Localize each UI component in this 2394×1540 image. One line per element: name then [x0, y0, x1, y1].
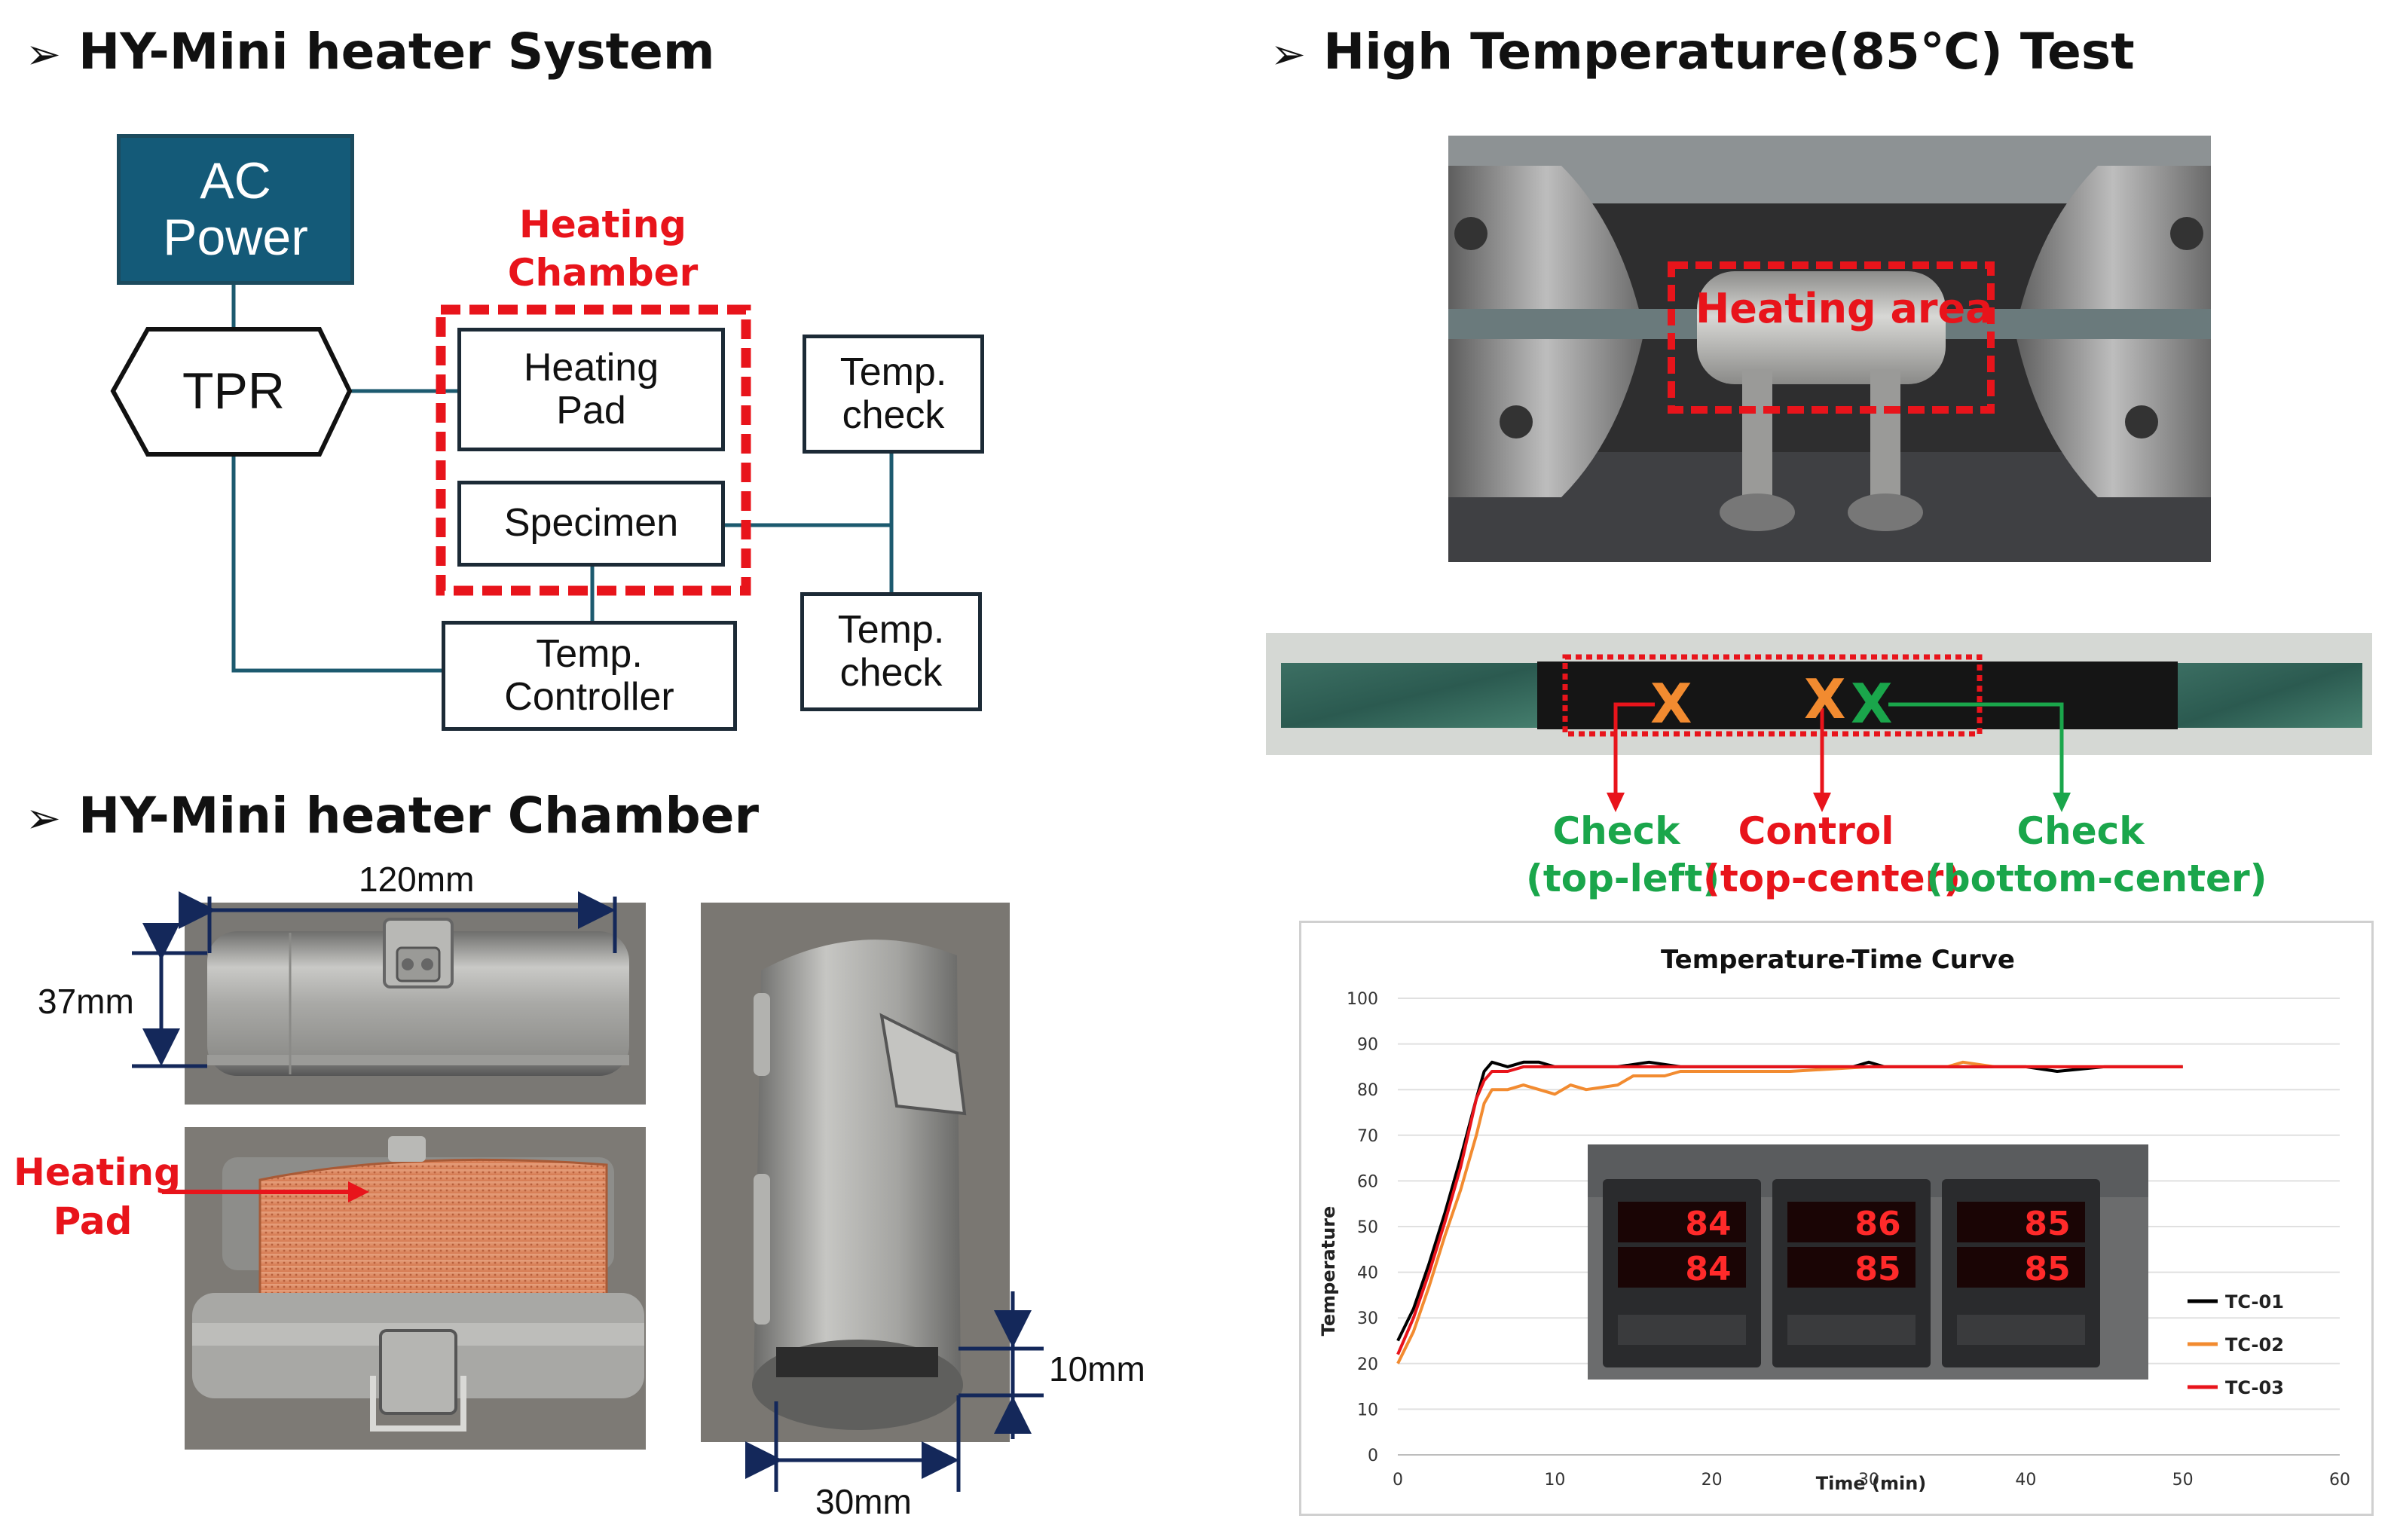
marker-arrows	[1607, 702, 2071, 812]
specimen-heating-zone-outline	[1562, 654, 1983, 737]
label-check-top-left: Check (top-left)	[1526, 809, 1720, 900]
test-heading: ➢High Temperature(85℃) Test	[1270, 23, 2135, 81]
arrow-check-top-left	[1613, 702, 1655, 799]
test-fixture-photo	[1448, 136, 2211, 562]
y-tick-0: 0	[1368, 1447, 1378, 1465]
controller-1-pv: 84	[1685, 1205, 1731, 1243]
controller-2-sv: 85	[1854, 1250, 1900, 1288]
arrow-bullet-icon: ➢	[26, 30, 61, 79]
heating-area-label: Heating area	[1695, 285, 1993, 332]
chart-y-label: Temperature	[1318, 1206, 1339, 1337]
chamber-open-photo	[185, 1127, 646, 1450]
controller-1-sv: 84	[1685, 1250, 1731, 1288]
x-tick-30: 30	[1858, 1471, 1879, 1490]
chart-ticks: 0 10 20 30 40 50 60 70 80 90 100 0 10 20 30 40 50 60	[1347, 990, 2350, 1490]
controllers-inset-photo: 84 84 86 85 85 85	[1588, 1144, 2148, 1380]
temp-check-box-2: Temp. check	[800, 592, 982, 711]
chamber-heading: ➢HY-Mini heater Chamber	[26, 787, 760, 845]
temp-controller-box: Temp. Controller	[442, 621, 737, 731]
dimension-lines	[132, 891, 1044, 1492]
x-tick-20: 20	[1701, 1471, 1723, 1490]
arrow-check-bottom-center	[1888, 702, 2064, 799]
chart-series	[1396, 1060, 2183, 1364]
chamber-open-drawing	[185, 1127, 646, 1450]
y-tick-10: 10	[1357, 1401, 1378, 1419]
chamber-closed-photo	[185, 903, 646, 1105]
legend-label-tc-02: TC-02	[2225, 1334, 2284, 1355]
series-line-tc-02	[1396, 1060, 2183, 1364]
dim-gap-label: 10mm	[1049, 1349, 1145, 1389]
marker-bottom-center: X	[1851, 672, 1893, 735]
legend-label-tc-03: TC-03	[2225, 1377, 2284, 1398]
label-control-top-center: Control (top-center)	[1703, 809, 1961, 900]
x-tick-0: 0	[1393, 1471, 1403, 1490]
dim-diameter-label: 37mm	[38, 982, 134, 1021]
line-tpr-controller	[231, 454, 442, 673]
ac-power-box: AC Power	[117, 134, 354, 285]
y-tick-60: 60	[1357, 1172, 1378, 1191]
marker-top-left: X	[1650, 672, 1692, 735]
y-tick-90: 90	[1357, 1036, 1378, 1055]
test-fixture-drawing	[1448, 136, 2211, 562]
tpr-hexagon	[110, 327, 353, 457]
x-tick-50: 50	[2172, 1471, 2194, 1490]
arrow-bullet-icon: ➢	[26, 794, 61, 843]
system-heading: ➢HY-Mini heater System	[26, 23, 715, 81]
heating-pad-box: Heating Pad	[457, 328, 725, 451]
chart-x-label: Time (min)	[1816, 1473, 1927, 1494]
chamber-closed-drawing	[185, 903, 646, 1105]
arrow-bullet-icon: ➢	[1270, 30, 1306, 79]
tpr-label: TPR	[182, 362, 285, 420]
chart-container: Temperature-Time Curve Time (min) Temper…	[1299, 921, 2374, 1516]
chamber-end-photo	[701, 903, 1010, 1442]
y-tick-70: 70	[1357, 1127, 1378, 1146]
specimen-box: Specimen	[457, 481, 725, 567]
x-tick-10: 10	[1544, 1471, 1565, 1490]
series-line-tc-03	[1396, 1065, 2183, 1355]
temperature-time-chart: Temperature-Time Curve Time (min) Temper…	[1318, 945, 2350, 1494]
controller-3-pv: 85	[2024, 1205, 2070, 1243]
controller-3-sv: 85	[2024, 1250, 2070, 1288]
heating-chamber-outline	[436, 304, 751, 596]
heating-chamber-label: Heating Chamber	[507, 203, 699, 295]
y-tick-50: 50	[1357, 1218, 1378, 1237]
y-tick-100: 100	[1347, 990, 1378, 1009]
marker-top-center: X	[1804, 668, 1846, 731]
temp-check-box-1: Temp. check	[803, 335, 984, 454]
dim-length-label: 120mm	[359, 860, 475, 899]
chart-title: Temperature-Time Curve	[1661, 945, 2015, 975]
y-tick-80: 80	[1357, 1081, 1378, 1100]
specimen-strip-photo	[1266, 633, 2372, 755]
heating-area-outline	[1668, 261, 1995, 414]
label-check-bottom-center: Check (bottom-center)	[1926, 809, 2267, 900]
controller-2-pv: 86	[1854, 1205, 1900, 1243]
system-diagram-lines	[110, 285, 894, 673]
dim-width-label: 30mm	[815, 1482, 912, 1521]
x-tick-60: 60	[2329, 1471, 2350, 1490]
specimen-strip-drawing	[1266, 633, 2372, 755]
heating-pad-arrowhead	[348, 1181, 369, 1202]
x-tick-40: 40	[2015, 1471, 2036, 1490]
heating-pad-callout: Heating Pad	[14, 1150, 181, 1243]
y-tick-20: 20	[1357, 1355, 1378, 1374]
chamber-end-drawing	[701, 903, 1010, 1442]
legend-label-tc-01: TC-01	[2225, 1291, 2284, 1312]
y-tick-30: 30	[1357, 1309, 1378, 1328]
y-tick-40: 40	[1357, 1264, 1378, 1283]
